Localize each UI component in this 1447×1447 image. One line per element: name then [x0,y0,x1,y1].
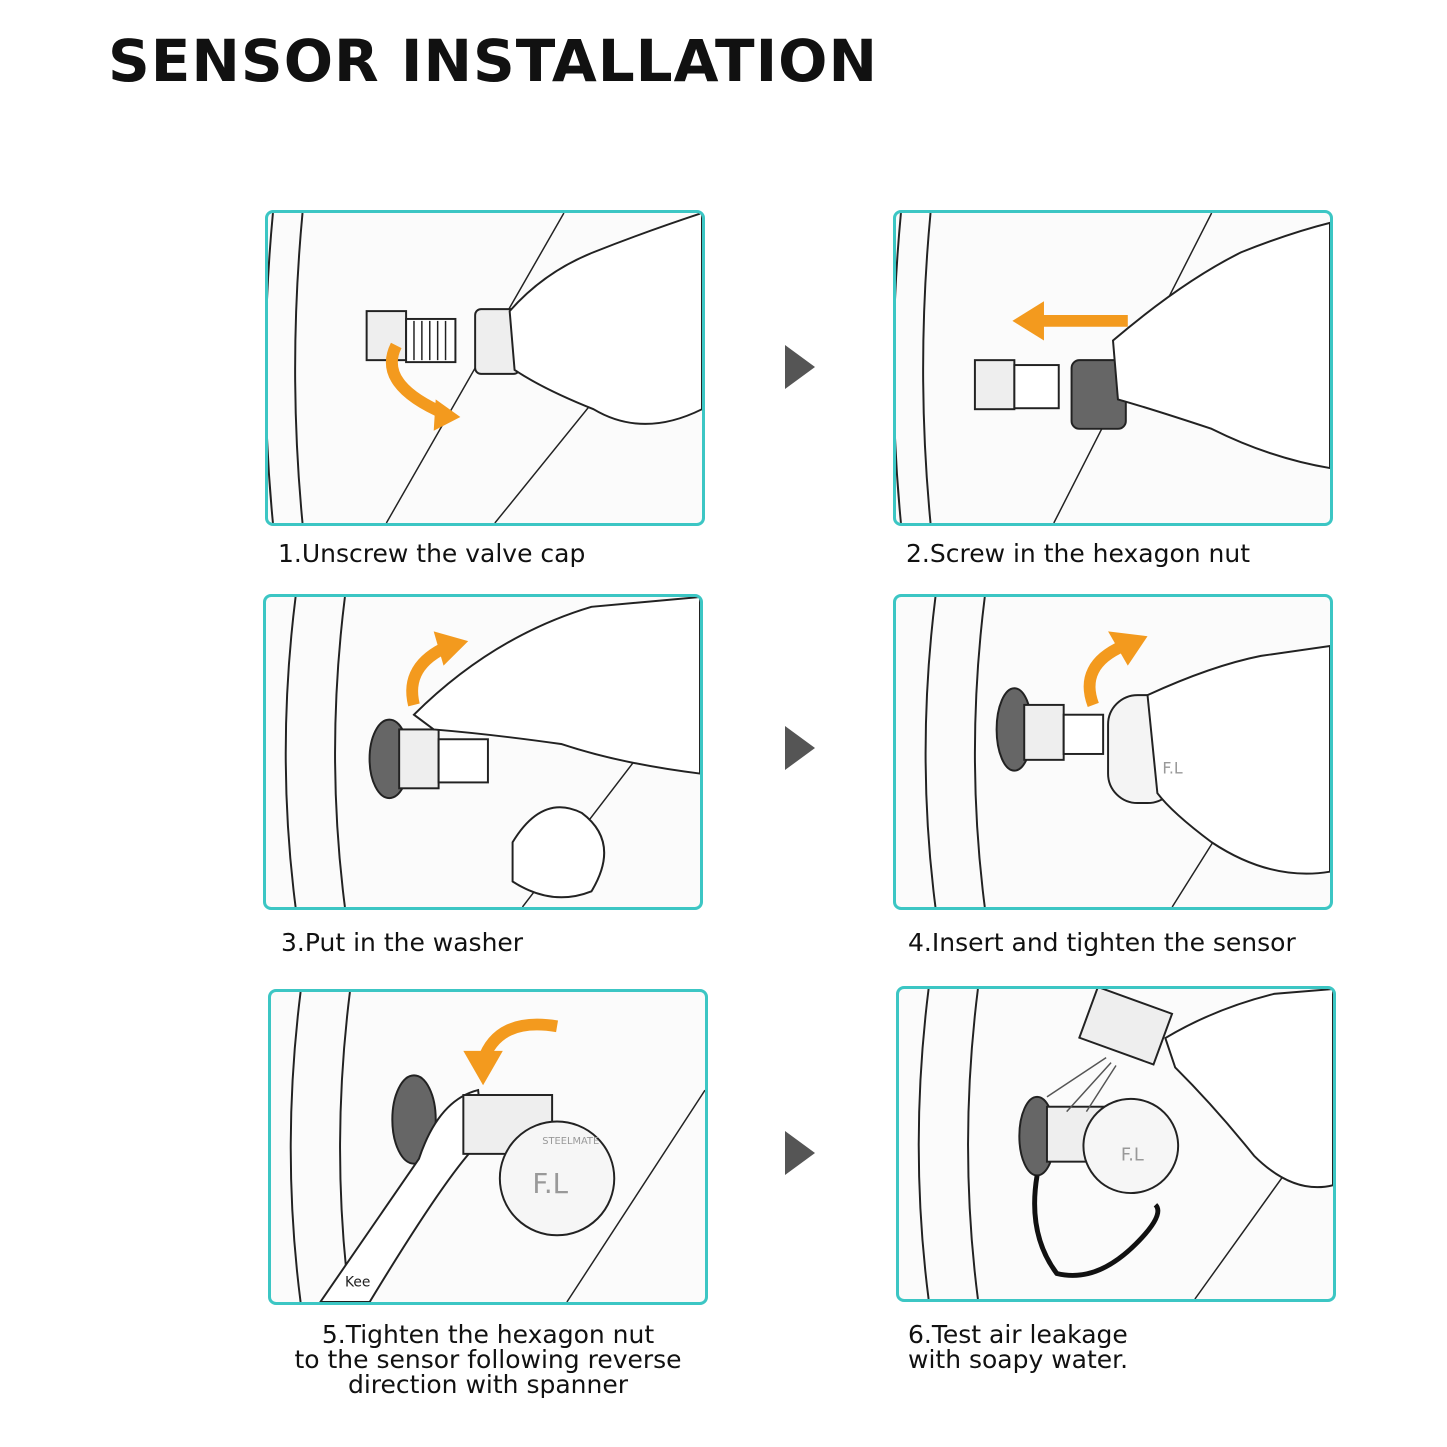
step-3-caption: 3.Put in the washer [281,930,523,955]
page-title: SENSOR INSTALLATION [108,30,878,94]
step-6-caption: 6.Test air leakage with soapy water. [908,1322,1128,1372]
step-2-illustration [893,210,1333,526]
sensor-brand: STEELMATE [542,1136,599,1147]
sensor-label: F.L [1162,759,1183,778]
step-6-illustration: F.L [896,986,1336,1302]
spanner-brand: Kee [345,1274,370,1290]
next-step-arrow [785,726,815,770]
step-1-caption: 1.Unscrew the valve cap [278,541,585,566]
step-5-caption: 5.Tighten the hexagon nut to the sensor … [268,1322,708,1397]
next-step-arrow [785,345,815,389]
step-2-caption: 2.Screw in the hexagon nut [906,541,1250,566]
step-5-illustration: F.L STEELMATE Kee [268,989,708,1305]
sensor-label: F.L [1121,1146,1144,1166]
step-4-illustration: F.L [893,594,1333,910]
sensor-label: F.L [532,1168,568,1200]
step-3-illustration [263,594,703,910]
next-step-arrow [785,1131,815,1175]
step-1-illustration [265,210,705,526]
step-4-caption: 4.Insert and tighten the sensor [908,930,1296,955]
